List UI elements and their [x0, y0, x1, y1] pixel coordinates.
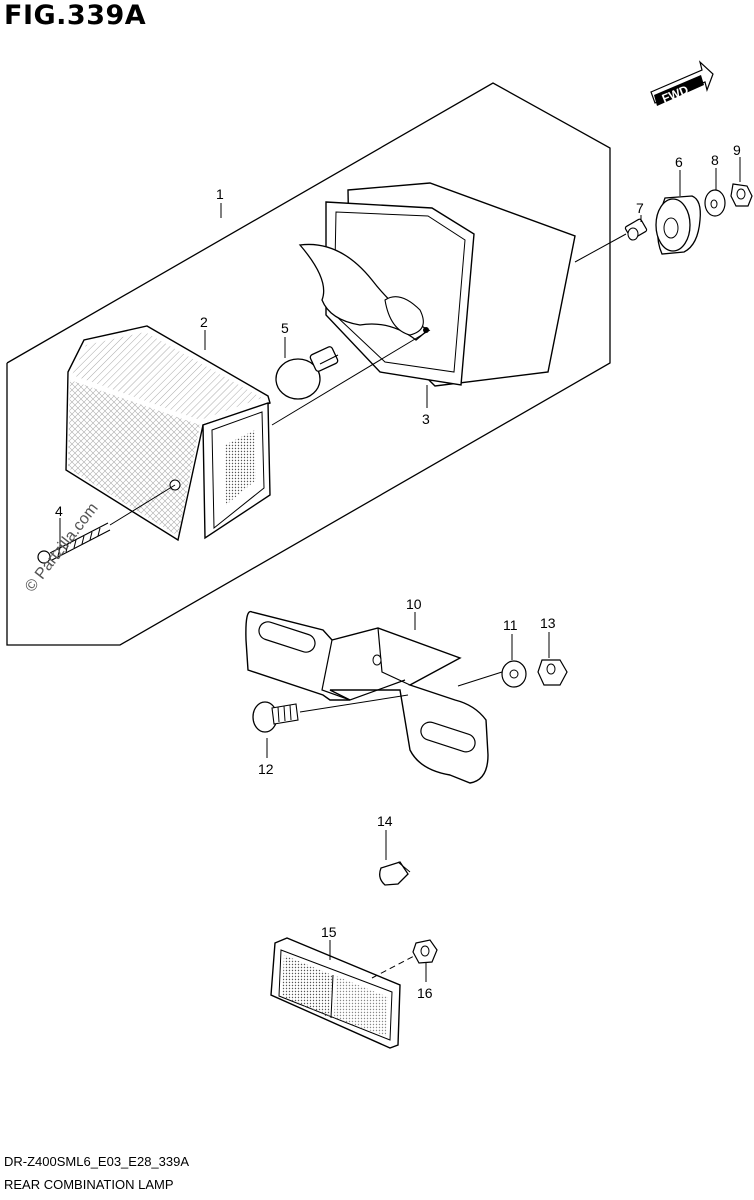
bolt: [252, 701, 299, 733]
figure-title: FIG.339A: [4, 0, 147, 31]
leader-lines: [59, 157, 741, 982]
callout-13: 13: [540, 615, 556, 631]
callout-1: 1: [216, 186, 224, 202]
grommet: [655, 195, 701, 255]
callout-5: 5: [281, 320, 289, 336]
callout-6: 6: [675, 154, 683, 170]
nut-13: [537, 659, 568, 686]
collar: [624, 218, 648, 241]
washer: [704, 189, 726, 217]
clip: [379, 861, 411, 886]
callout-12: 12: [258, 761, 274, 777]
lamp-lens: [65, 325, 271, 542]
callout-16: 16: [417, 985, 433, 1001]
callout-7: 7: [636, 200, 644, 216]
fwd-arrow-icon: FWD: [650, 60, 714, 106]
callout-4: 4: [55, 503, 63, 519]
lamp-housing: [298, 182, 576, 387]
callout-14: 14: [377, 813, 393, 829]
callout-8: 8: [711, 152, 719, 168]
diagram-code: DR-Z400SML6_E03_E28_339A: [4, 1154, 190, 1169]
washer-11: [501, 660, 527, 688]
callout-11: 11: [503, 617, 518, 633]
callout-9: 9: [733, 142, 741, 158]
callout-15: 15: [321, 924, 337, 940]
bulb: [275, 346, 339, 400]
assembly-outline: [6, 82, 611, 646]
nut: [730, 183, 753, 207]
callout-3: 3: [422, 411, 430, 427]
diagram-name: REAR COMBINATION LAMP: [4, 1177, 174, 1192]
nut-16: [412, 939, 438, 964]
callout-10: 10: [406, 596, 422, 612]
plate-bracket: [245, 610, 489, 784]
callout-2: 2: [200, 314, 208, 330]
reflector: [270, 937, 401, 1049]
